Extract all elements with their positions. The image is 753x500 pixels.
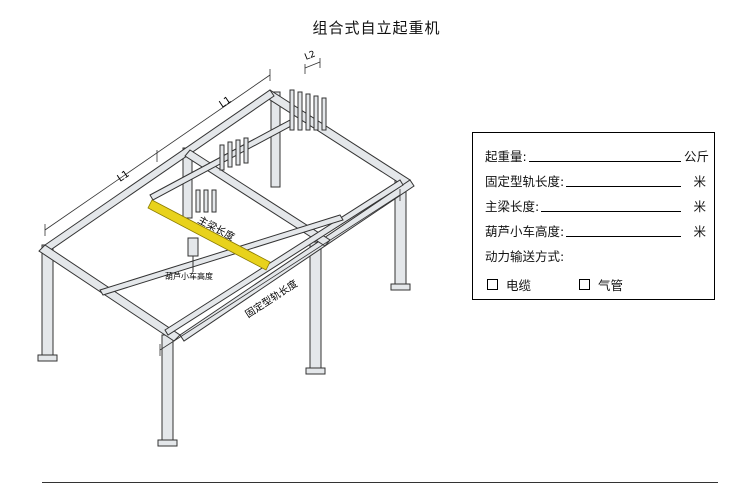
field-hoist-trolley-height: 葫芦小车高度: 米 [485, 222, 706, 240]
hoist-block [187, 237, 199, 257]
label-l2: L2 [303, 49, 317, 62]
dimension-lines [44, 58, 401, 356]
spec-form: 起重量: 公斤 固定型轨长度: 米 主梁长度: 米 葫芦小车高度: 米 动力输送… [472, 132, 715, 300]
option-air-hose[interactable]: 气管 [579, 275, 623, 294]
option-label: 电缆 [506, 278, 532, 293]
fill-line[interactable] [528, 161, 681, 162]
field-label: 主梁长度: [485, 199, 540, 214]
bottom-divider [42, 482, 718, 483]
festoon-group [195, 89, 327, 213]
option-label: 气管 [598, 278, 624, 293]
label-hoist-trolley-height: 葫芦小车高度 [165, 271, 213, 281]
page-title: 组合式自立起重机 [312, 19, 441, 37]
foot-front-left [37, 354, 58, 362]
field-power-supply: 动力输送方式: [485, 247, 706, 265]
option-cable[interactable]: 电缆 [487, 275, 531, 294]
column-front-center [161, 334, 174, 446]
beam-left [44, 89, 275, 252]
label-l1-right: L1 [218, 95, 234, 111]
field-unit: 米 [693, 224, 706, 239]
foot-far-right [390, 283, 411, 291]
fill-line[interactable] [541, 211, 681, 212]
beam-right [179, 179, 415, 342]
field-main-beam-length: 主梁长度: 米 [485, 197, 706, 215]
foot-front-center [157, 439, 178, 447]
field-label: 起重量: [485, 149, 527, 164]
field-label: 葫芦小车高度: [485, 224, 565, 239]
column-back-right [270, 91, 281, 188]
main-beam [147, 199, 271, 271]
rail-inner-right [164, 179, 404, 336]
foot-right-center [305, 367, 326, 375]
field-unit: 米 [693, 174, 706, 189]
label-fixed-rail-length: 固定型轨长度 [243, 277, 300, 321]
crane-frame [37, 89, 415, 447]
field-unit: 米 [693, 199, 706, 214]
field-label: 动力输送方式: [485, 249, 565, 264]
field-unit: 公斤 [684, 149, 710, 164]
rail-lower [99, 214, 344, 296]
field-fixed-rail-length: 固定型轨长度: 米 [485, 172, 706, 190]
fill-line[interactable] [566, 186, 681, 187]
label-l1-left: L1 [116, 169, 132, 185]
column-front-left [41, 244, 54, 361]
power-options: 电缆 气管 [487, 275, 623, 294]
field-lifting-capacity: 起重量: 公斤 [485, 147, 710, 165]
checkbox-icon[interactable] [579, 279, 591, 290]
fill-line[interactable] [566, 236, 681, 237]
column-right-center [309, 241, 322, 373]
beam-back [263, 89, 411, 187]
checkbox-icon[interactable] [487, 279, 498, 290]
rail-middle [184, 149, 331, 247]
field-label: 固定型轨长度: [485, 174, 565, 189]
